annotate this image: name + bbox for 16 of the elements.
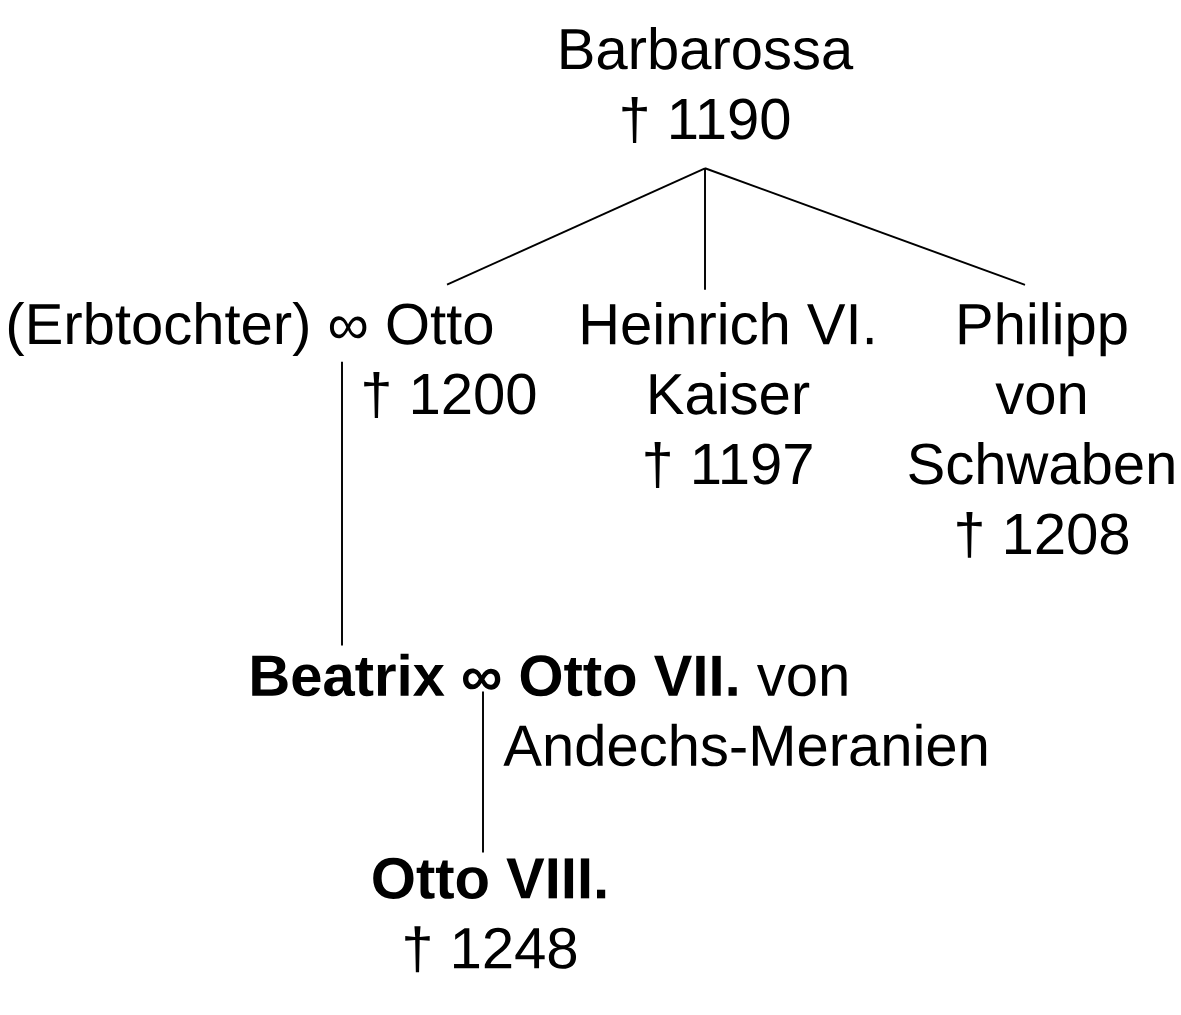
- label-text: † 1208: [957, 511, 1129, 558]
- label-text: Barbarossa: [561, 27, 854, 70]
- label-text: (Erbtochter) ∞ Otto: [8, 302, 493, 357]
- label-text: Philipp von Schwaben: [909, 302, 1174, 485]
- label-text: † 1190: [622, 97, 790, 143]
- label-text: † 1200: [364, 372, 536, 418]
- connector-line: [341, 360, 343, 647]
- label-text: † 1197: [645, 441, 812, 488]
- connector-line: [704, 167, 1026, 286]
- label-text: Otto VIII.: [373, 857, 606, 899]
- label-text: Heinrich VI. Kaiser: [582, 302, 873, 415]
- label-text: † 1248: [405, 926, 577, 973]
- connector-line: [446, 167, 706, 286]
- connector-line: [482, 690, 484, 854]
- connector-line: [704, 167, 706, 291]
- label-text: Beatrix ∞ Otto VII. von Andechs-Meranien: [252, 653, 987, 767]
